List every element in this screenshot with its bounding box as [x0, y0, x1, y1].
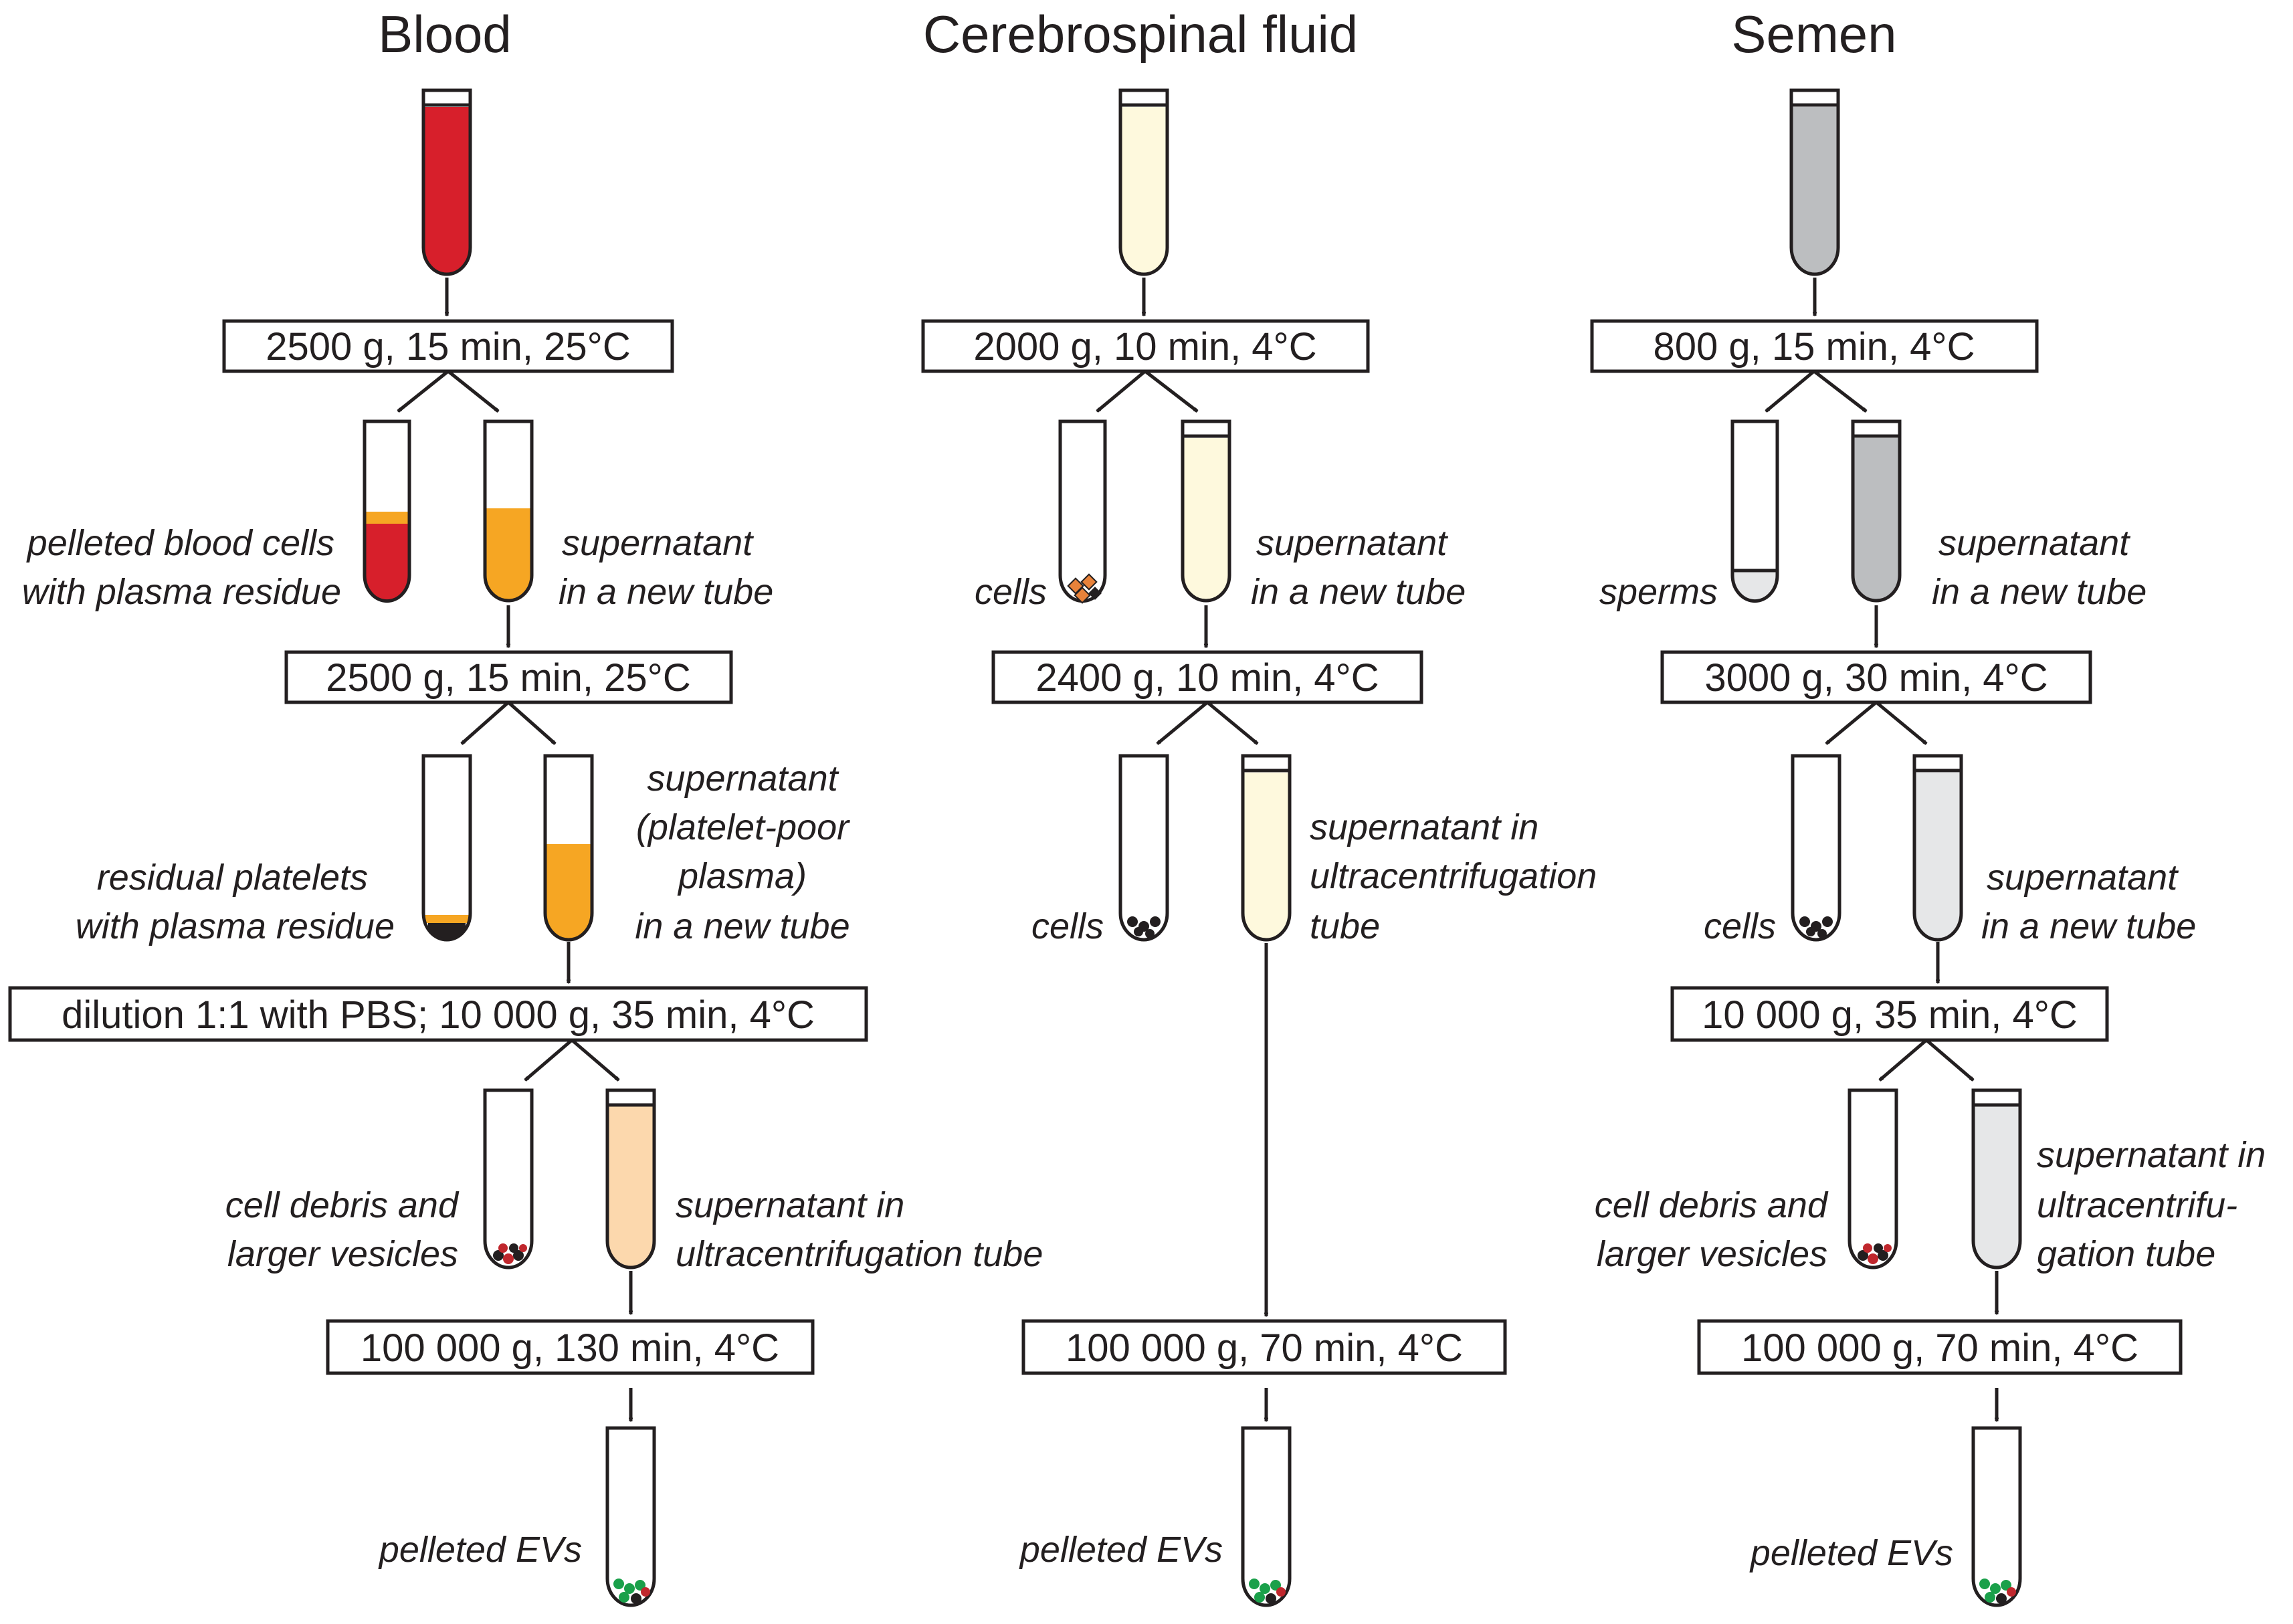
blood-pellet-tube-3 [483, 1088, 534, 1270]
semen-pellet-tube-1 [1730, 419, 1779, 603]
semen-ev-pellet [1979, 1579, 2016, 1604]
semen-supernatant-tube-3 [1971, 1088, 2022, 1270]
csf-initial-tube [1118, 88, 1169, 276]
csf-pellet-note-1: cells [975, 572, 1047, 612]
blood-supernatant-note-2-line4: in a new tube [635, 906, 850, 946]
blood-pellet-note-2-line2: with plasma residue [76, 906, 395, 946]
csf-step-3-label: 100 000 g, 70 min, 4°C [1066, 1326, 1463, 1370]
blood-step-1-label: 2500 g, 15 min, 25°C [266, 325, 631, 369]
csf-final-note: pelleted EVs [1019, 1530, 1223, 1570]
csf-final-ev-tube [1241, 1426, 1292, 1607]
column-title-blood: Blood [378, 5, 512, 64]
blood-pellet-note-2-line1: residual platelets [97, 857, 368, 898]
semen-supernatant-note-2-line1: supernatant [1987, 857, 2179, 898]
csf-supernatant-tube-1 [1181, 419, 1231, 603]
blood-pellet-note-1-line1: pelleted blood cells [26, 523, 334, 563]
csf-cells-pellet-2 [1127, 916, 1161, 938]
csf-step-1-label: 2000 g, 10 min, 4°C [973, 325, 1316, 369]
semen-column: 800 g, 15 min, 4°C sperms supernatant in… [1590, 88, 2266, 1607]
csf-supernatant-note-1-line1: supernatant [1256, 523, 1448, 563]
semen-supernatant-tube-1 [1851, 419, 1902, 603]
blood-supernatant-tube-3 [605, 1088, 656, 1270]
semen-pellet-tube-2 [1791, 754, 1841, 942]
csf-pellet-note-2: cells [1031, 906, 1104, 946]
semen-supernatant-note-1-line1: supernatant [1938, 523, 2130, 563]
semen-pellet-tube-3 [1848, 1088, 1898, 1270]
semen-initial-tube [1789, 88, 1840, 276]
blood-pellet-tube-2 [421, 754, 472, 942]
csf-step-1-box [921, 319, 1370, 373]
semen-pellet-note-2: cells [1704, 906, 1776, 946]
blood-step-4-label: 100 000 g, 130 min, 4°C [361, 1326, 779, 1370]
semen-step-3-box [1670, 986, 2109, 1042]
debris-particles [493, 1243, 527, 1264]
semen-step-1-label: 800 g, 15 min, 4°C [1653, 325, 1975, 369]
blood-column: 2500 g, 15 min, 25°C pelleted blood cell… [8, 88, 1043, 1607]
semen-cells-pellet-2 [1799, 916, 1833, 938]
semen-step-2-box [1660, 650, 2092, 704]
semen-supernatant-note-2-line2: in a new tube [1981, 906, 2196, 946]
blood-supernatant-note-1-line1: supernatant [562, 523, 754, 563]
semen-supernatant-note-3-line2: ultracentrifu- [2037, 1185, 2237, 1225]
csf-column: 2000 g, 10 min, 4°C cells supernatant in… [921, 88, 1597, 1607]
blood-pellet-tube-1 [363, 419, 411, 603]
blood-supernatant-note-2-line3: plasma) [677, 856, 807, 896]
csf-supernatant-note-2-line1: supernatant in [1310, 807, 1538, 847]
ev-pellet [613, 1579, 650, 1604]
blood-supernatant-tube-1 [483, 419, 534, 603]
semen-pellet-note-1: sperms [1599, 572, 1718, 612]
blood-final-ev-tube [605, 1426, 656, 1607]
csf-supernatant-note-2-line2: ultracentrifugation [1310, 856, 1597, 896]
semen-supernatant-note-1-line2: in a new tube [1932, 572, 2147, 612]
semen-final-note: pelleted EVs [1749, 1533, 1953, 1573]
semen-step-2-label: 3000 g, 30 min, 4°C [1704, 656, 2048, 700]
blood-supernatant-note-3-line1: supernatant in [676, 1185, 904, 1225]
blood-step-2-label: 2500 g, 15 min, 25°C [326, 656, 691, 700]
csf-cell-pellet [1067, 573, 1102, 604]
semen-final-ev-tube [1971, 1426, 2022, 1607]
csf-step-2-box [991, 650, 1423, 704]
semen-pellet-note-3-line2: larger vesicles [1597, 1234, 1827, 1274]
csf-supernatant-note-2-line3: tube [1310, 906, 1380, 946]
csf-supernatant-note-1-line2: in a new tube [1251, 572, 1466, 612]
blood-fill [423, 107, 470, 274]
blood-initial-tube [421, 88, 472, 276]
csf-step-3-box [1021, 1319, 1507, 1375]
csf-pellet-tube-2 [1118, 754, 1169, 942]
blood-pellet-note-1-line2: with plasma residue [22, 572, 341, 612]
blood-supernatant-note-1-line2: in a new tube [559, 572, 773, 612]
semen-debris-particles [1858, 1243, 1892, 1264]
blood-supernatant-note-2-line1: supernatant [647, 758, 839, 799]
semen-step-1-box [1590, 319, 2039, 373]
semen-step-4-label: 100 000 g, 70 min, 4°C [1741, 1326, 2138, 1370]
blood-step-4-box [326, 1319, 815, 1375]
semen-step-3-label: 10 000 g, 35 min, 4°C [1702, 993, 2078, 1037]
column-title-csf: Cerebrospinal fluid [923, 5, 1358, 64]
column-title-semen: Semen [1731, 5, 1896, 64]
blood-supernatant-note-3-line2: ultracentrifugation tube [676, 1234, 1043, 1274]
semen-supernatant-tube-2 [1912, 754, 1963, 942]
csf-ev-pellet [1249, 1579, 1286, 1604]
semen-step-4-box [1697, 1319, 2183, 1375]
blood-pellet-note-3-line1: cell debris and [225, 1185, 460, 1225]
blood-supernatant-note-2-line2: (platelet-poor [636, 807, 850, 847]
semen-supernatant-note-3-line1: supernatant in [2037, 1135, 2266, 1175]
csf-pellet-tube-1 [1058, 419, 1107, 604]
blood-final-note: pelleted EVs [378, 1530, 582, 1570]
csf-step-2-label: 2400 g, 10 min, 4°C [1035, 656, 1379, 700]
semen-supernatant-note-3-line3: gation tube [2037, 1234, 2215, 1274]
csf-supernatant-tube-2 [1241, 754, 1292, 942]
blood-step-2-box [284, 650, 733, 704]
blood-supernatant-tube-2 [543, 754, 594, 942]
blood-step-3-label: dilution 1:1 with PBS; 10 000 g, 35 min,… [62, 993, 815, 1037]
semen-pellet-note-3-line1: cell debris and [1595, 1185, 1829, 1225]
blood-step-3-box [8, 986, 868, 1042]
blood-pellet-note-3-line2: larger vesicles [227, 1234, 458, 1274]
